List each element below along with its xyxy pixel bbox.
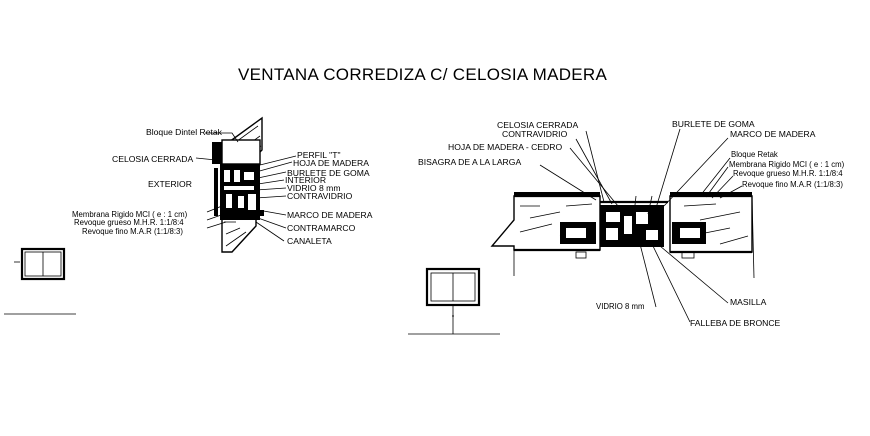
drawing-title: VENTANA CORREDIZA C/ CELOSIA MADERA (238, 65, 608, 84)
label-left-hoja-madera: HOJA DE MADERA (293, 158, 369, 168)
right-frame-center-gap-3 (636, 212, 648, 224)
label-left-burlete-goma: BURLETE DE GOMA (287, 168, 370, 178)
left-window-key (4, 247, 76, 315)
left-section-detail (195, 116, 297, 253)
leader-celosia-cerrada (195, 157, 217, 161)
leader-interior (257, 179, 285, 185)
label-left-celosia-cerrada: CELOSIA CERRADA (112, 154, 193, 164)
leader-perfil-t (255, 155, 297, 167)
label-right-revoque-fino: Revoque fino M.A.R (1:1/8:3) (742, 180, 843, 189)
right-frame-center-gap-2 (624, 216, 632, 234)
leader-r-membrana (705, 166, 729, 198)
label-left-revoque-grueso: Revoque grueso M.H.R. 1:1/8:4 (74, 218, 184, 227)
left-sill-block (221, 217, 257, 253)
right-wall-left-hatch (519, 203, 593, 237)
leader-r-burlete (655, 128, 681, 209)
right-frame-center-gap-1 (606, 212, 620, 222)
left-sill-flashing (250, 210, 264, 216)
label-left-revoque-fino: Revoque fino M.A.R (1:1/8:3) (82, 227, 183, 236)
left-key-frame (20, 247, 66, 281)
label-right-hoja-madera-cedro: HOJA DE MADERA - CEDRO (448, 142, 562, 152)
label-left-exterior: EXTERIOR (148, 179, 192, 189)
leader-bloque-dintel (205, 132, 239, 143)
right-frame-left-gap (566, 228, 586, 238)
left-frame-gap-2 (234, 170, 240, 182)
leader-r-revoque-fino (719, 185, 743, 199)
label-left-membrana: Membrana Rigido MCI ( e : 1 cm) (72, 210, 188, 219)
label-left-canaleta: CANALETA (287, 236, 332, 246)
leader-r-bisagra (539, 164, 597, 201)
leader-r-tick-2 (647, 195, 653, 215)
leader-revoque-grueso (206, 213, 225, 221)
label-left-contravidrio: CONTRAVIDRIO (287, 191, 353, 201)
label-right-marco-madera: MARCO DE MADERA (730, 129, 816, 139)
label-left-vidrio: VIDRIO 8 mm (287, 183, 340, 193)
label-right-contravidrio: CONTRAVIDRIO (502, 129, 568, 139)
leader-r-bloque (699, 157, 731, 197)
label-right-bisagra: BISAGRA DE A LA LARGA (418, 157, 521, 167)
left-frame-gap-7 (248, 194, 256, 210)
label-left-bloque-dintel: Bloque Dintel Retak (146, 127, 223, 137)
leader-contramarco (257, 217, 287, 229)
label-right-masilla: MASILLA (730, 297, 767, 307)
left-louver-strip (214, 168, 218, 216)
right-wall-right-edge (751, 195, 755, 279)
leader-membrana (206, 205, 223, 213)
right-sill-piece-right (681, 251, 695, 259)
label-left-contramarco: CONTRAMARCO (287, 223, 356, 233)
label-right-burlete-goma: BURLETE DE GOMA (672, 119, 755, 129)
label-right-bloque-retak: Bloque Retak (731, 150, 778, 159)
label-right-revoque-grueso: Revoque grueso M.H.R. 1:1/8:4 (733, 169, 843, 178)
leader-r-hoja-madera (569, 147, 619, 207)
label-left-perfil-t: PERFIL "T" (297, 150, 341, 160)
right-plaster-strip-left (514, 192, 600, 197)
leader-r-contravidrio (575, 138, 613, 205)
label-right-falleba: FALLEBA DE BRONCE (690, 318, 781, 328)
left-frame-gap-3 (244, 172, 254, 180)
leader-r-celosia (585, 130, 605, 203)
left-frame-outer (212, 142, 222, 164)
leader-r-vidrio (639, 243, 657, 308)
left-frame-gap-6 (238, 196, 244, 208)
leader-r-falleba (651, 243, 691, 323)
right-sill-piece-left (575, 251, 587, 259)
label-right-celosia-cerrada: CELOSIA CERRADA (497, 120, 578, 130)
leader-vidrio (255, 187, 287, 191)
leader-r-tick-1 (633, 195, 637, 215)
label-left-interior: INTERIOR (285, 175, 326, 185)
left-frame-gap-4 (224, 186, 254, 190)
label-right-vidrio: VIDRIO 8 mm (596, 302, 645, 311)
leader-canaleta (255, 221, 285, 242)
leader-r-masilla (659, 245, 729, 304)
right-frame-center-gap-5 (646, 230, 658, 240)
right-section-detail (490, 128, 755, 323)
label-left-marco-madera: MARCO DE MADERA (287, 210, 373, 220)
left-upper-wall (221, 139, 261, 165)
label-right-membrana: Membrana Rigido MCI ( e : 1 cm) (729, 160, 845, 169)
leader-revoque-fino (206, 221, 227, 229)
leader-r-marco (663, 137, 729, 207)
leader-contravidrio (255, 195, 287, 199)
leader-hoja-madera (255, 161, 293, 173)
leader-marco (257, 209, 287, 216)
left-frame-gap-1 (224, 170, 230, 182)
leader-burlete (257, 171, 287, 179)
right-window-key (408, 267, 500, 335)
left-frame-gap-5 (226, 194, 232, 208)
right-frame-center-gap-4 (606, 228, 618, 240)
leader-r-revoque-grueso (711, 175, 734, 199)
right-plaster-strip-right (670, 192, 752, 197)
right-wall-right-hatch (683, 203, 749, 245)
right-frame-right-gap (680, 228, 700, 238)
